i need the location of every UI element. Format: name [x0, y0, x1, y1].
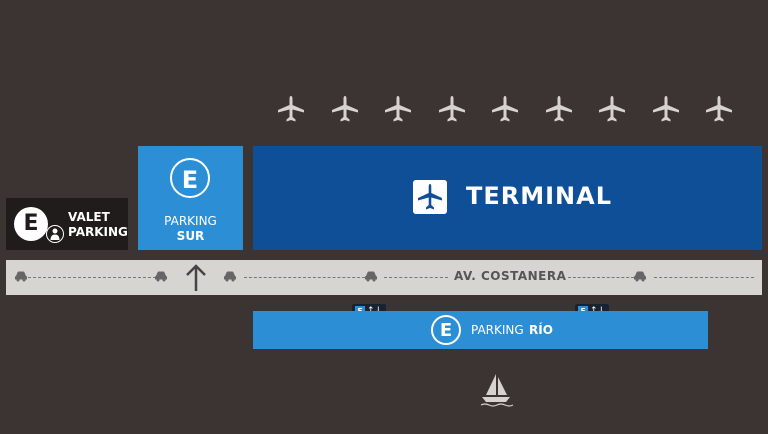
valet-person-icon: [46, 225, 64, 243]
valet-parking-area[interactable]: E VALET PARKING: [6, 198, 128, 250]
airplane-icon: [332, 96, 358, 122]
road-lane-line: [654, 277, 754, 278]
valet-label-line1: VALET: [68, 210, 110, 224]
parking-rio-label-line2: RÍO: [529, 323, 553, 337]
parking-e-icon: E: [170, 158, 210, 198]
road-lane-line: [28, 277, 156, 278]
airplane-icon: [653, 96, 679, 122]
parking-sur-label-line2: SUR: [176, 229, 205, 243]
parking-e-icon: E: [14, 207, 48, 241]
airplane-icon: [278, 96, 304, 122]
terminal-label: TERMINAL: [466, 182, 613, 210]
road-lane-line: [244, 277, 370, 278]
road-lane-line: [568, 277, 634, 278]
airplane-icon: [599, 96, 625, 122]
car-icon: [15, 271, 27, 282]
car-icon: [365, 271, 377, 282]
sailboat-icon: [480, 374, 514, 407]
parking-sur-area[interactable]: E PARKING SUR: [138, 146, 243, 250]
car-icon: [224, 271, 236, 282]
airport-icon: [413, 180, 447, 214]
road-lane-line: [384, 277, 448, 278]
road-av-costanera: AV. COSTANERA: [6, 260, 762, 295]
terminal-building[interactable]: TERMINAL: [253, 146, 762, 250]
car-icon: [634, 271, 646, 282]
airplane-icon: [546, 96, 572, 122]
airplane-icon: [439, 96, 465, 122]
parking-rio-area[interactable]: E PARKING RÍO: [253, 311, 708, 349]
street-name-label: AV. COSTANERA: [454, 269, 567, 283]
parking-e-icon: E: [431, 315, 461, 345]
valet-label-line2: PARKING: [68, 225, 128, 239]
arrow-up-icon: [186, 264, 206, 291]
parking-sur-label-line1: PARKING: [164, 214, 217, 228]
airplane-icon: [706, 96, 732, 122]
valet-label: VALET PARKING: [68, 210, 128, 240]
car-icon: [155, 271, 167, 282]
parking-rio-label-line1: PARKING: [471, 323, 524, 337]
airplane-icon: [492, 96, 518, 122]
airplane-icon: [385, 96, 411, 122]
